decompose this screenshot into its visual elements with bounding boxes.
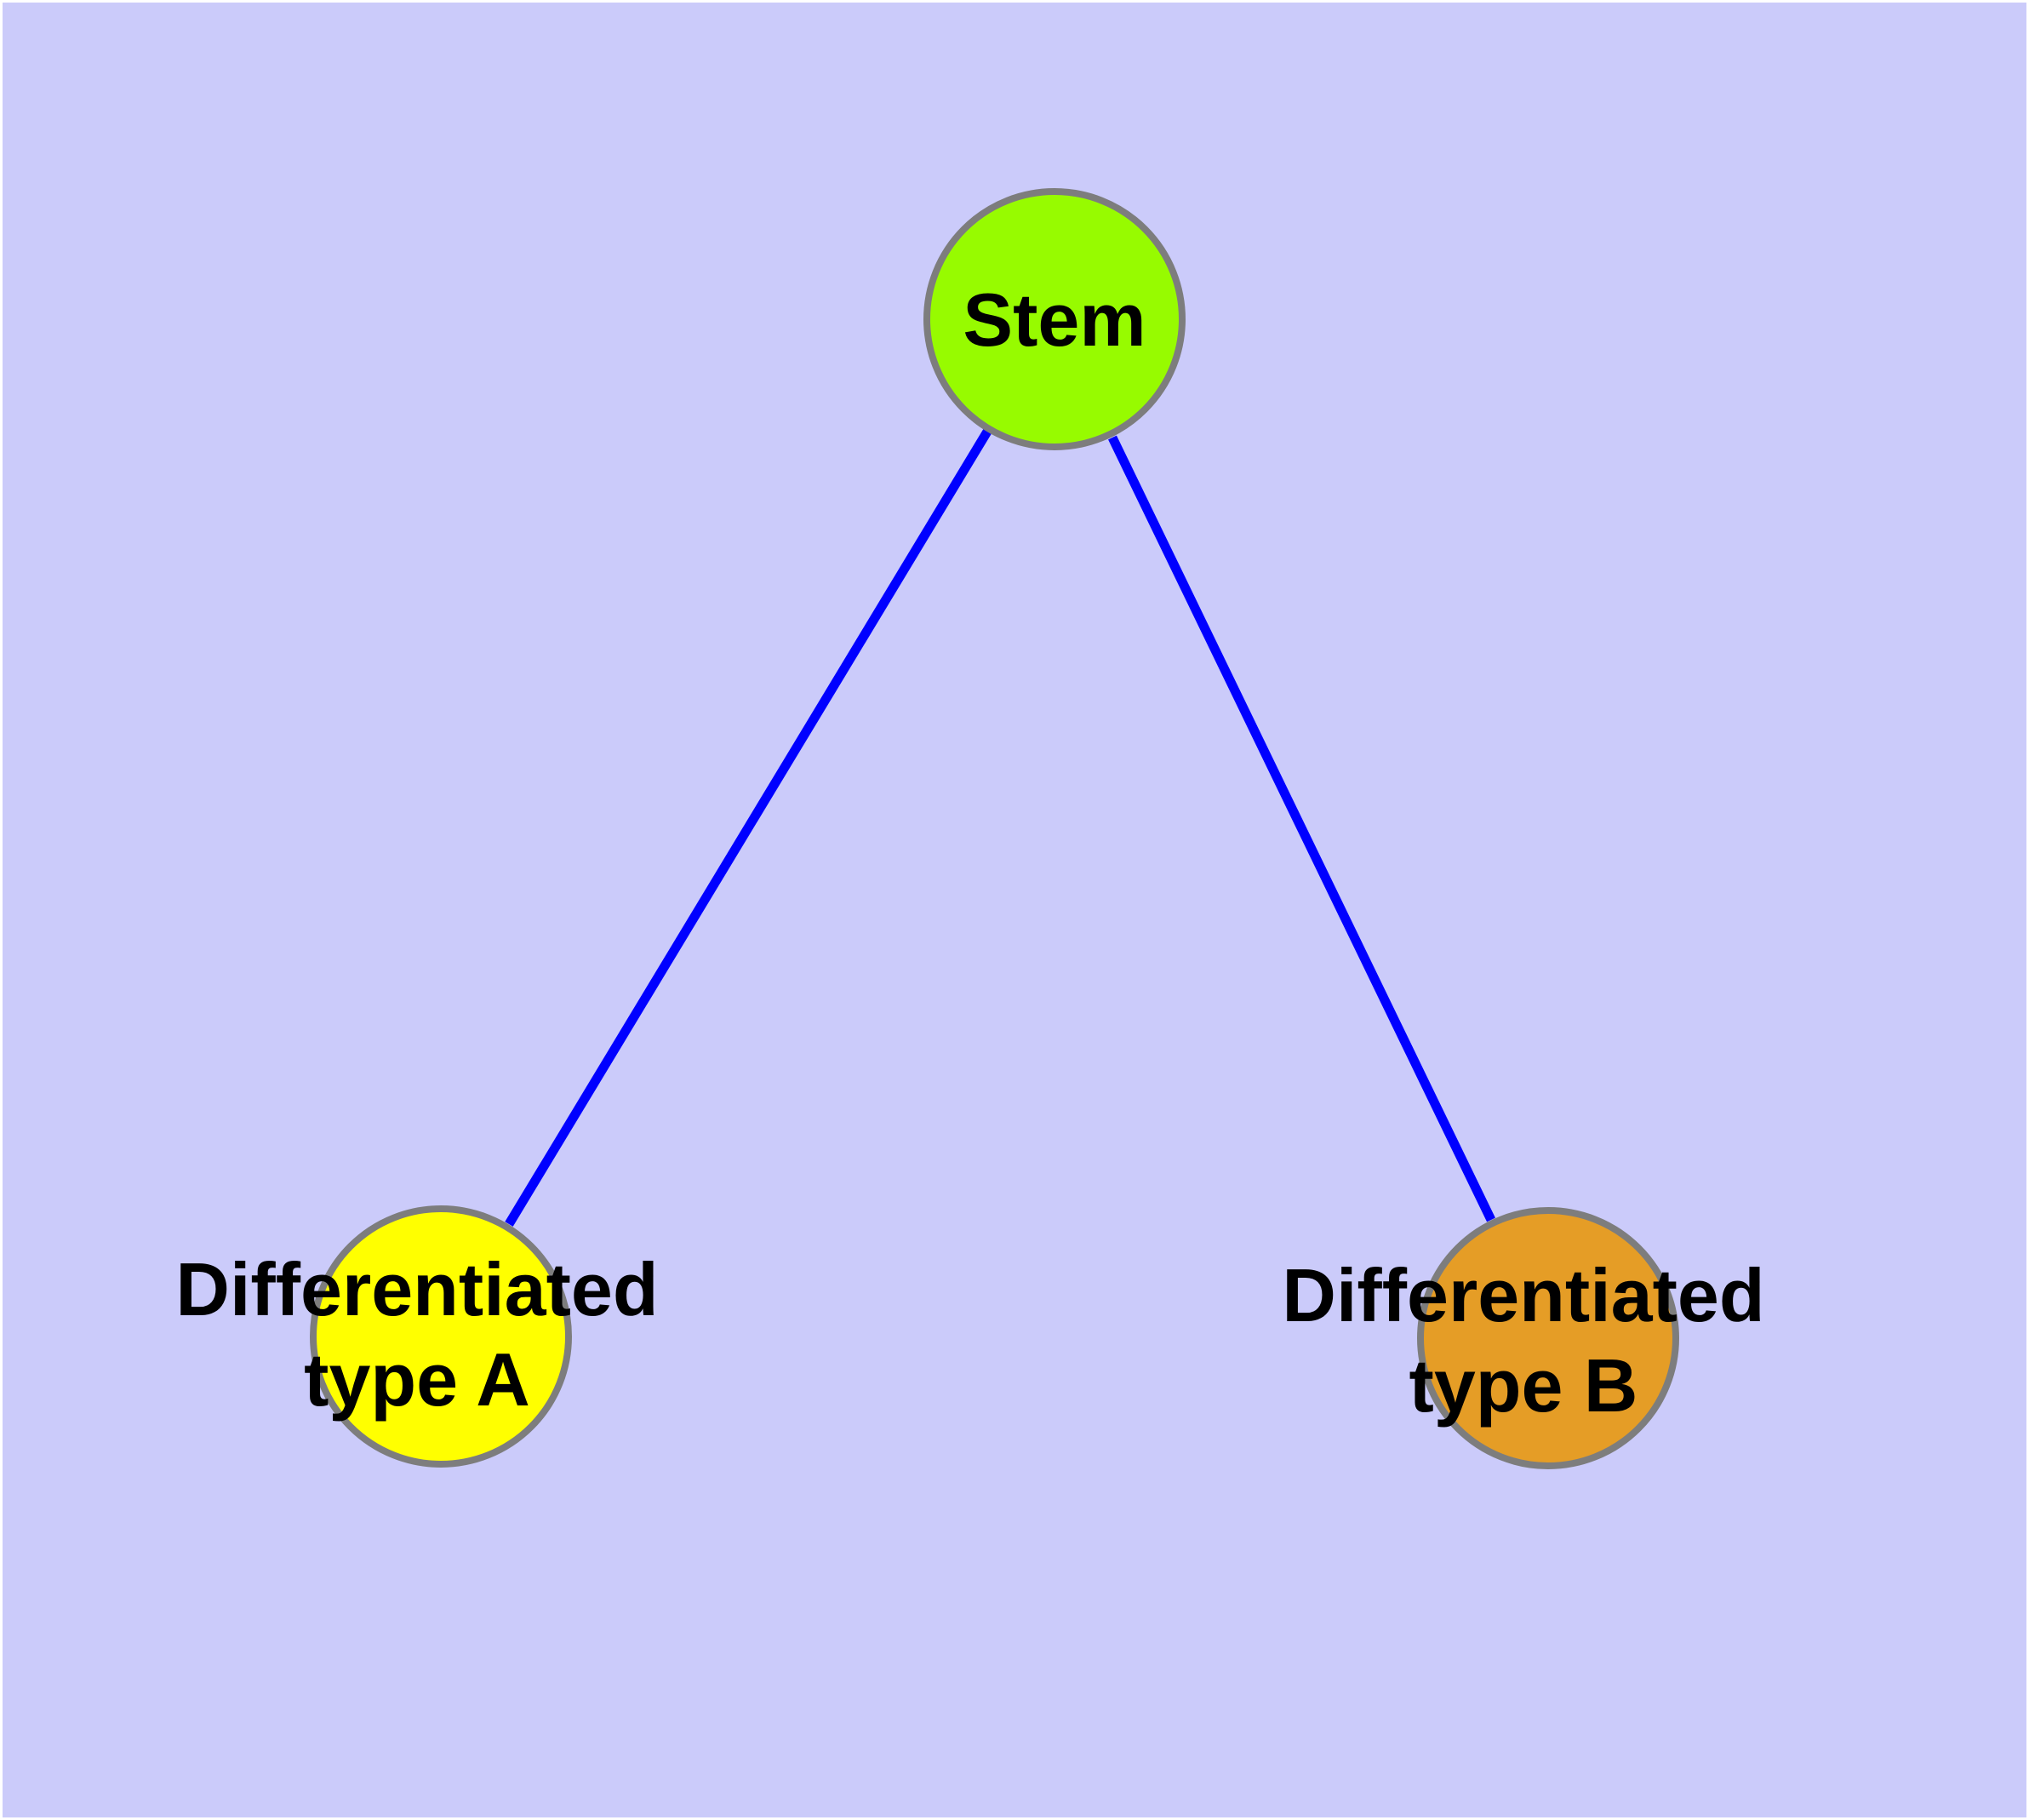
- node-label-type-a-line1: Differentiated: [175, 1247, 659, 1331]
- node-differentiated-type-a: [310, 1205, 572, 1468]
- node-label-stem: Stem: [963, 275, 1146, 365]
- node-label-type-b-line1: Differentiated: [1282, 1253, 1765, 1337]
- node-label-differentiated-type-a: Differentiated type A: [175, 1245, 658, 1425]
- node-stem: [923, 188, 1186, 450]
- edge-stem-to-type-b: [1108, 435, 1495, 1222]
- edge-stem-to-type-a: [505, 429, 992, 1227]
- node-label-stem-text: Stem: [963, 278, 1146, 362]
- node-label-type-b-line2: type B: [1409, 1343, 1638, 1428]
- node-label-type-a-line2: type A: [304, 1337, 530, 1422]
- node-differentiated-type-b: [1417, 1207, 1679, 1469]
- node-label-differentiated-type-b: Differentiated type B: [1282, 1251, 1764, 1431]
